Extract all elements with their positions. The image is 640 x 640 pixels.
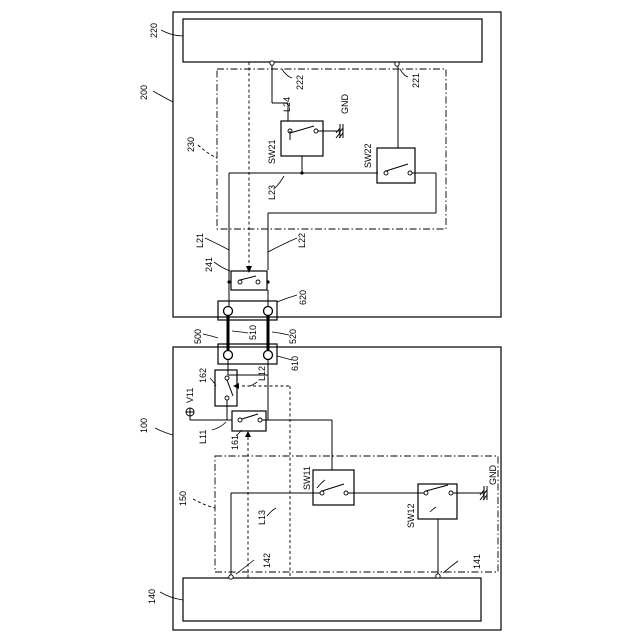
pin-520-bottom bbox=[264, 351, 273, 360]
label-150: 150 bbox=[178, 491, 188, 506]
label-241: 241 bbox=[204, 257, 214, 272]
label-l11: L11 bbox=[198, 430, 208, 444]
label-sw12: SW12 bbox=[406, 503, 416, 528]
label-162: 162 bbox=[198, 368, 208, 383]
labels: 200 220 222 221 230 L24 GND SW21 SW22 L2… bbox=[139, 23, 498, 604]
switch-sw22 bbox=[377, 148, 415, 183]
device-100-outline bbox=[173, 347, 501, 630]
terminal-221 bbox=[395, 62, 399, 66]
switch-sw12 bbox=[418, 484, 457, 519]
label-100: 100 bbox=[139, 418, 149, 433]
label-l24: L24 bbox=[282, 97, 292, 112]
label-200: 200 bbox=[139, 85, 149, 100]
label-500: 500 bbox=[193, 329, 203, 344]
pin-510-top bbox=[224, 307, 233, 316]
label-620: 620 bbox=[298, 290, 308, 305]
unit-220 bbox=[183, 19, 482, 62]
label-l21: L21 bbox=[195, 233, 205, 248]
label-l22: L22 bbox=[297, 233, 307, 248]
label-v11: V11 bbox=[185, 388, 195, 403]
device-200-outline bbox=[173, 12, 501, 317]
label-gnd-bottom: GND bbox=[488, 465, 498, 486]
label-221: 221 bbox=[411, 73, 421, 88]
pin-510-bottom bbox=[224, 351, 233, 360]
label-142: 142 bbox=[262, 553, 272, 568]
terminal-142 bbox=[229, 575, 233, 579]
label-l13: L13 bbox=[257, 510, 267, 525]
label-141: 141 bbox=[472, 554, 482, 569]
device-200 bbox=[173, 12, 501, 317]
label-sw11: SW11 bbox=[302, 466, 312, 490]
arrow-241-down bbox=[246, 266, 252, 273]
label-222: 222 bbox=[295, 75, 305, 90]
ground-symbol-top bbox=[336, 124, 343, 138]
label-610: 610 bbox=[290, 356, 300, 371]
switch-sw21 bbox=[281, 121, 323, 156]
switch-241 bbox=[231, 271, 267, 290]
label-161: 161 bbox=[230, 435, 240, 450]
label-l23: L23 bbox=[267, 185, 277, 200]
label-230: 230 bbox=[186, 137, 196, 152]
voltage-source-v11 bbox=[186, 408, 194, 416]
label-140: 140 bbox=[147, 589, 157, 604]
device-100 bbox=[173, 347, 501, 630]
terminal-141 bbox=[436, 574, 440, 578]
label-520: 520 bbox=[288, 329, 298, 344]
arrow-162 bbox=[233, 383, 239, 389]
unit-140 bbox=[183, 578, 481, 621]
label-sw22: SW22 bbox=[363, 143, 373, 168]
label-510: 510 bbox=[248, 325, 258, 340]
arrow-161-up bbox=[245, 431, 251, 437]
bottom-wiring bbox=[186, 360, 487, 579]
circuit-230 bbox=[217, 69, 446, 229]
ground-symbol-bottom bbox=[480, 486, 487, 500]
label-l12: L12 bbox=[257, 366, 267, 381]
pin-520-top bbox=[264, 307, 273, 316]
label-220: 220 bbox=[149, 23, 159, 38]
terminal-222 bbox=[270, 61, 274, 65]
label-sw21: SW21 bbox=[267, 139, 277, 164]
label-gnd-top: GND bbox=[340, 94, 350, 115]
top-wiring bbox=[227, 61, 436, 306]
